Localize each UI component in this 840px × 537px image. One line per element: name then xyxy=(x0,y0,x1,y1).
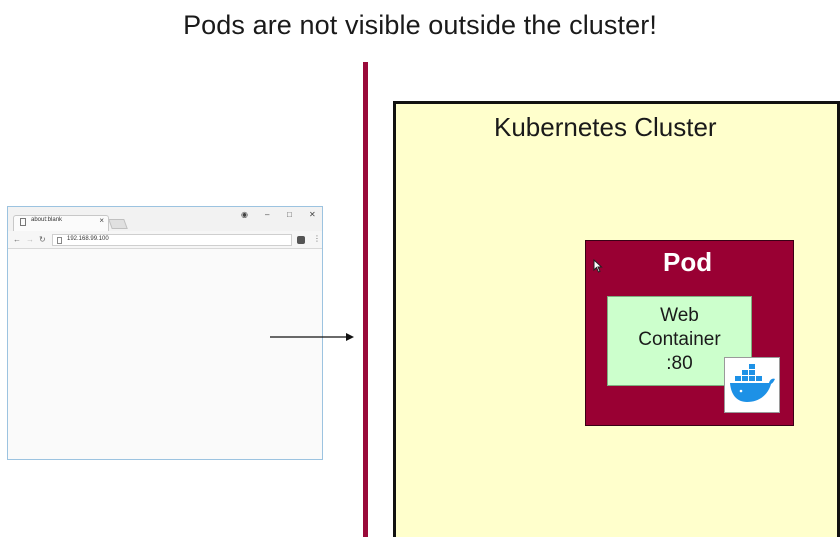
browser-viewport xyxy=(8,249,322,459)
back-icon[interactable]: ← xyxy=(13,235,21,244)
mouse-cursor-icon xyxy=(593,259,603,273)
docker-whale-icon xyxy=(730,364,775,402)
account-icon[interactable]: ◉ xyxy=(241,210,248,219)
browser-titlebar: about:blank × ◉ – □ ✕ xyxy=(8,207,322,231)
browser-tab[interactable]: about:blank × xyxy=(13,215,109,231)
address-bar-url: 192.168.99.100 xyxy=(67,236,109,242)
browser-tab-label: about:blank xyxy=(31,217,63,223)
browser-toolbar: ← → ↻ 192.168.99.100 ⋮ xyxy=(8,231,322,249)
container-line-1: Web xyxy=(660,305,699,326)
container-line-3: :80 xyxy=(666,353,693,374)
minimize-icon[interactable]: – xyxy=(265,210,270,219)
extension-icon[interactable] xyxy=(297,236,305,244)
request-arrow xyxy=(270,333,354,341)
forward-icon[interactable]: → xyxy=(26,235,34,244)
close-icon[interactable]: ✕ xyxy=(309,210,316,219)
menu-icon[interactable]: ⋮ xyxy=(313,234,321,243)
slide-title: Pods are not visible outside the cluster… xyxy=(183,10,657,40)
cluster-label: Kubernetes Cluster xyxy=(494,112,717,142)
reload-icon[interactable]: ↻ xyxy=(39,235,46,244)
page-icon xyxy=(57,237,62,244)
browser-window: about:blank × ◉ – □ ✕ ← → ↻ 192.168.99.1… xyxy=(7,206,323,460)
pod-label: Pod xyxy=(663,247,713,277)
page-icon xyxy=(20,218,26,226)
maximize-icon[interactable]: □ xyxy=(287,210,292,219)
divider-line xyxy=(363,62,368,537)
tab-close-icon[interactable]: × xyxy=(99,216,104,225)
new-tab-button[interactable] xyxy=(108,219,128,229)
container-line-2: Container xyxy=(638,329,721,350)
docker-icon xyxy=(724,357,780,413)
address-bar[interactable]: 192.168.99.100 xyxy=(52,234,292,246)
